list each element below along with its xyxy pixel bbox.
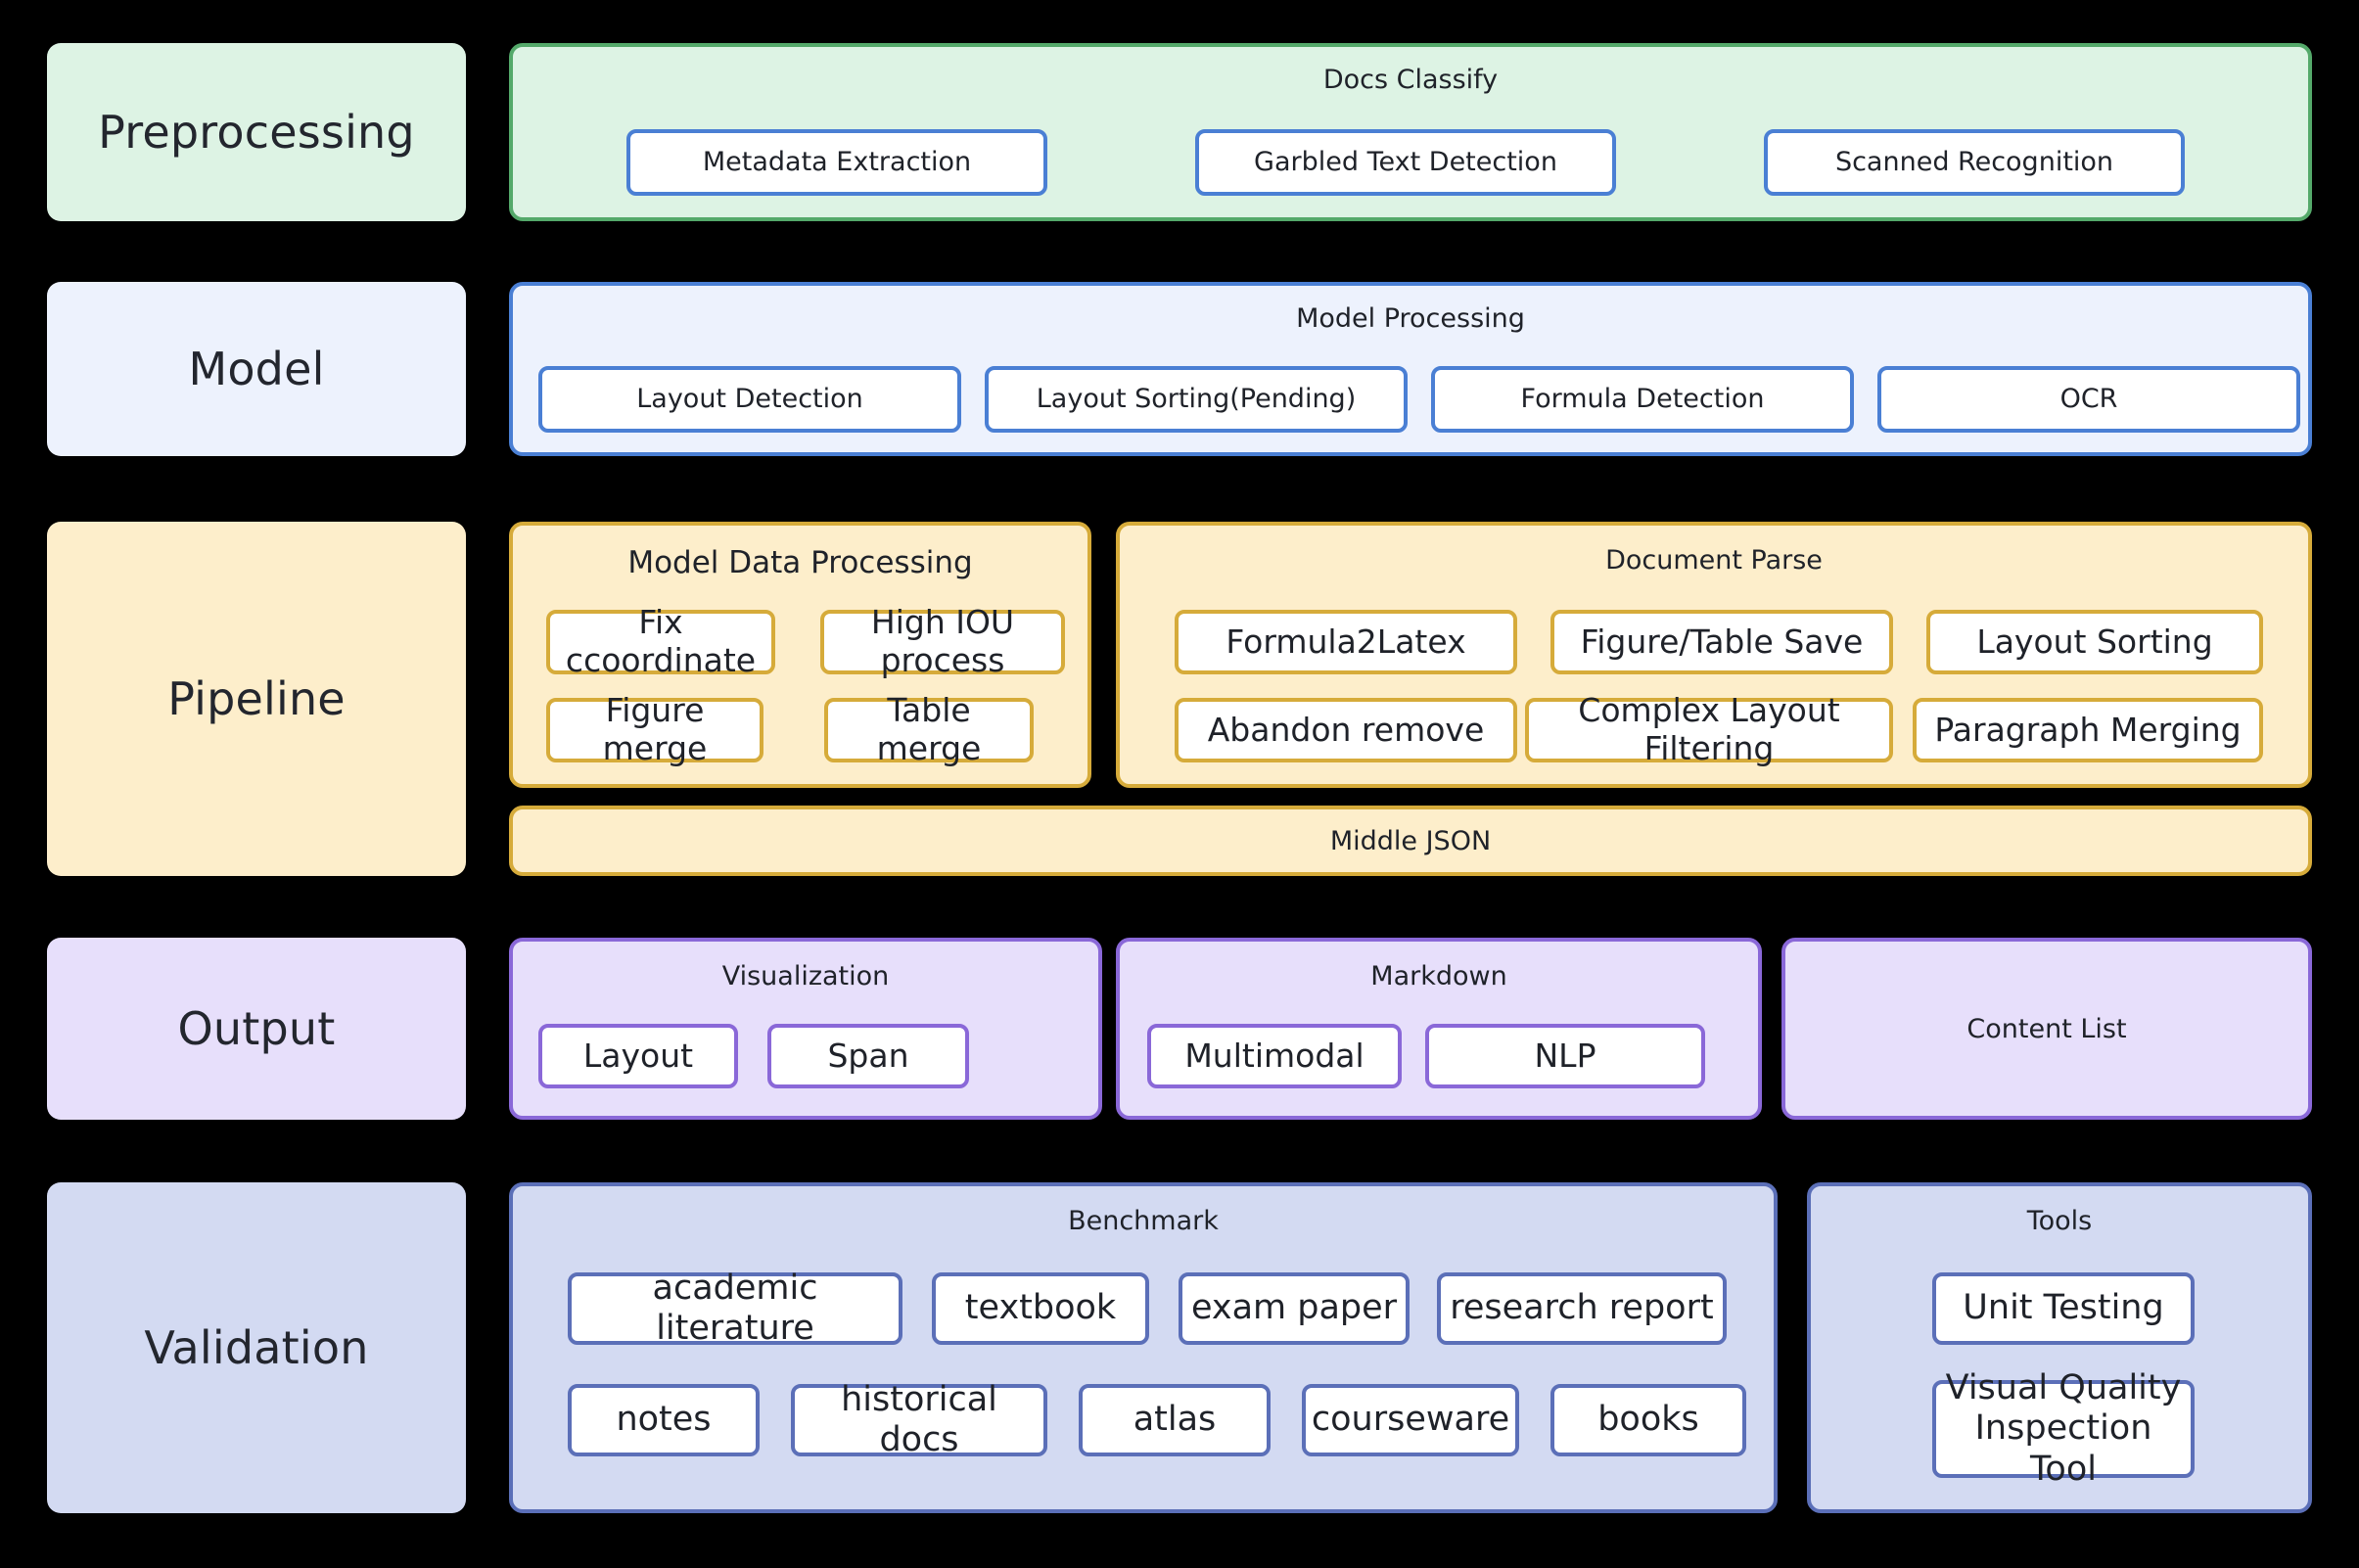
node-formula-detection[interactable]: Formula Detection — [1431, 366, 1854, 433]
group-title-tools: Tools — [2026, 1206, 2093, 1236]
node-historical-docs[interactable]: historical docs — [791, 1380, 1047, 1459]
group-title-model-processing: Model Processing — [1296, 303, 1525, 334]
group-markdown: Markdown Multimodal NLP — [1116, 938, 1762, 1120]
stage-label-preprocessing: Preprocessing — [47, 43, 466, 221]
node-books[interactable]: books — [1550, 1384, 1746, 1456]
node-metadata-extraction[interactable]: Metadata Extraction — [626, 129, 1047, 196]
node-paragraph-merging[interactable]: Paragraph Merging — [1913, 698, 2263, 762]
stage-label-pipeline: Pipeline — [47, 522, 466, 876]
node-abandon-remove[interactable]: Abandon remove — [1175, 698, 1517, 762]
group-title-document-parse: Document Parse — [1605, 545, 1823, 576]
node-high-iou-process[interactable]: High IOU process — [820, 603, 1065, 679]
node-complex-layout-filtering[interactable]: Complex Layout Filtering — [1525, 691, 1893, 767]
node-layout-sorting[interactable]: Layout Sorting — [1926, 610, 2263, 674]
group-docs-classify: Docs Classify Metadata Extraction Garble… — [509, 43, 2312, 221]
group-model-data-processing: Model Data Processing Fix ccoordinate Hi… — [509, 522, 1091, 788]
node-visual-quality-inspection-tool[interactable]: Visual Quality Inspection Tool — [1932, 1368, 2195, 1489]
node-content-list[interactable]: Content List — [1781, 938, 2312, 1120]
node-multimodal[interactable]: Multimodal — [1147, 1024, 1402, 1088]
group-visualization: Visualization Layout Span — [509, 938, 1102, 1120]
node-middle-json[interactable]: Middle JSON — [509, 806, 2312, 876]
node-garbled-text-detection[interactable]: Garbled Text Detection — [1195, 129, 1616, 196]
node-notes[interactable]: notes — [568, 1384, 760, 1456]
node-layout-detection[interactable]: Layout Detection — [538, 366, 961, 433]
middle-json-label: Middle JSON — [1329, 825, 1492, 856]
node-exam-paper[interactable]: exam paper — [1179, 1272, 1410, 1345]
content-list-label: Content List — [1966, 1013, 2127, 1044]
node-unit-testing[interactable]: Unit Testing — [1932, 1272, 2195, 1345]
node-textbook[interactable]: textbook — [932, 1272, 1149, 1345]
node-scanned-recognition[interactable]: Scanned Recognition — [1764, 129, 2185, 196]
node-courseware[interactable]: courseware — [1302, 1384, 1519, 1456]
node-figure-merge[interactable]: Figure merge — [546, 691, 763, 767]
stage-label-validation: Validation — [47, 1182, 466, 1513]
group-title-docs-classify: Docs Classify — [1322, 65, 1499, 95]
node-figure-table-save[interactable]: Figure/Table Save — [1550, 610, 1893, 674]
node-span[interactable]: Span — [767, 1024, 969, 1088]
group-title-markdown: Markdown — [1370, 961, 1507, 992]
node-nlp[interactable]: NLP — [1425, 1024, 1705, 1088]
stage-label-output: Output — [47, 938, 466, 1120]
group-title-visualization: Visualization — [721, 961, 890, 992]
stage-label-model: Model — [47, 282, 466, 456]
node-academic-literature[interactable]: academic literature — [568, 1268, 902, 1348]
group-tools: Tools Unit Testing Visual Quality Inspec… — [1807, 1182, 2312, 1513]
node-research-report[interactable]: research report — [1437, 1272, 1727, 1345]
node-table-merge[interactable]: Table merge — [824, 691, 1034, 767]
node-fix-ccoordinate[interactable]: Fix ccoordinate — [546, 603, 775, 679]
group-benchmark: Benchmark academic literature textbook e… — [509, 1182, 1778, 1513]
node-ocr[interactable]: OCR — [1877, 366, 2300, 433]
node-layout-sorting-pending[interactable]: Layout Sorting(Pending) — [985, 366, 1408, 433]
group-document-parse: Document Parse Formula2Latex Figure/Tabl… — [1116, 522, 2312, 788]
group-model-processing: Model Processing Layout Detection Layout… — [509, 282, 2312, 456]
group-title-model-data-processing: Model Data Processing — [627, 545, 973, 580]
group-title-benchmark: Benchmark — [1068, 1206, 1219, 1236]
node-formula2latex[interactable]: Formula2Latex — [1175, 610, 1517, 674]
node-layout[interactable]: Layout — [538, 1024, 738, 1088]
node-atlas[interactable]: atlas — [1079, 1384, 1271, 1456]
